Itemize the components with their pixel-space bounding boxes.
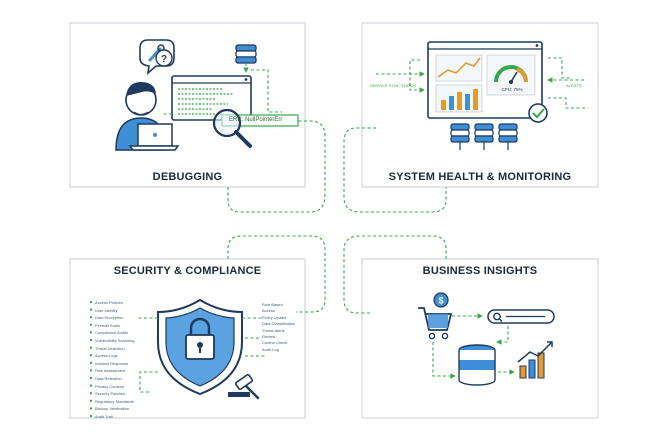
debugging-illustration: ? (115, 39, 299, 151)
policy-list-item: Data Encryption (95, 315, 124, 321)
shopping-cart-icon (418, 307, 453, 340)
gauge-icon (486, 54, 536, 96)
business-illustration: $ (418, 292, 555, 386)
policy-list-item: Risk Assessment (95, 368, 126, 374)
bar-chart-icon (435, 84, 483, 113)
policy-list-item: Audit Trail (95, 413, 113, 419)
line-chart-icon (435, 54, 483, 82)
panel-title-system-health: SYSTEM HEALTH & MONITORING (388, 171, 572, 183)
search-bar-icon (487, 309, 555, 324)
policy-list-item: Security Patches (95, 391, 126, 397)
connectors (227, 120, 447, 314)
database-icon (458, 344, 496, 386)
panel-title-security: SECURITY & COMPLIANCE (113, 265, 262, 277)
policy-list-item: Access Policies (95, 300, 123, 305)
policy-list-item: Firewall Rules (95, 322, 121, 328)
policy-list-item: Vulnerability Scanning (95, 337, 135, 343)
policy-list-item: Regulatory Standards (95, 398, 134, 404)
security-side-note: Role Based (262, 302, 283, 307)
policy-list-item: Data Retention (95, 375, 122, 381)
dollar-coin-icon: $ (433, 292, 449, 308)
server-stack-icons (450, 123, 518, 150)
gauge-label: CPU: 75% (501, 87, 523, 92)
policy-list-item: Access Logs (95, 353, 118, 359)
alerts-note: ALERTS (566, 83, 582, 88)
policy-list-item: Privacy Controls (95, 383, 125, 389)
security-side-note: Audit Log (262, 346, 279, 352)
error-log-text: ERR: NullPointerErr (229, 117, 283, 123)
panel-title-debugging: DEBUGGING (152, 171, 223, 183)
svg-text:?: ? (161, 54, 167, 65)
code-window-icon (171, 75, 252, 121)
policy-list-item: Threat Detection (95, 345, 125, 351)
svg-text:$: $ (438, 296, 443, 306)
security-side-note: Policy Update (262, 314, 287, 320)
security-side-note: Threat Alerts (262, 327, 285, 333)
question-bubble-icon: ? (155, 49, 173, 67)
check-circle-icon (528, 103, 548, 123)
policy-list-item: Backup Verification (95, 406, 130, 412)
lock-icon (185, 317, 215, 360)
security-side-note: Review (262, 334, 276, 340)
connector-business-loop (343, 235, 447, 314)
security-side-note: Control Check (262, 340, 288, 346)
panel-title-business: BUSINESS INSIGHTS (422, 265, 538, 277)
gavel-icon (228, 373, 260, 400)
panel-business-frame (361, 258, 599, 419)
connector-security-loop (227, 235, 326, 313)
laptop-icon (128, 123, 180, 151)
policy-list-bullets (90, 301, 92, 417)
service-sync-note: SERVICE SYNC STATUS (370, 83, 417, 88)
system-health-illustration (376, 41, 588, 150)
policy-list-item: Incident Response (95, 360, 129, 366)
database-icon (235, 44, 257, 64)
policy-list-item: Compliance Audits (95, 330, 129, 336)
security-side-note: Access (262, 308, 275, 314)
policy-list-item: User Identity (95, 307, 118, 313)
connector-debug-loop (227, 120, 326, 213)
magnifier-icon (212, 108, 252, 148)
connector-health-loop (343, 127, 447, 213)
security-illustration (90, 298, 266, 417)
security-side-note: Data Classification (262, 321, 296, 327)
growth-chart-icon (517, 341, 553, 379)
